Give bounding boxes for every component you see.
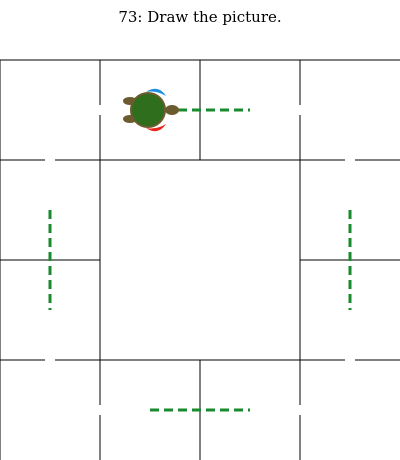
puzzle-title: 73: Draw the picture. (118, 8, 282, 26)
grid (0, 59, 400, 460)
turtle-icon (123, 88, 179, 132)
